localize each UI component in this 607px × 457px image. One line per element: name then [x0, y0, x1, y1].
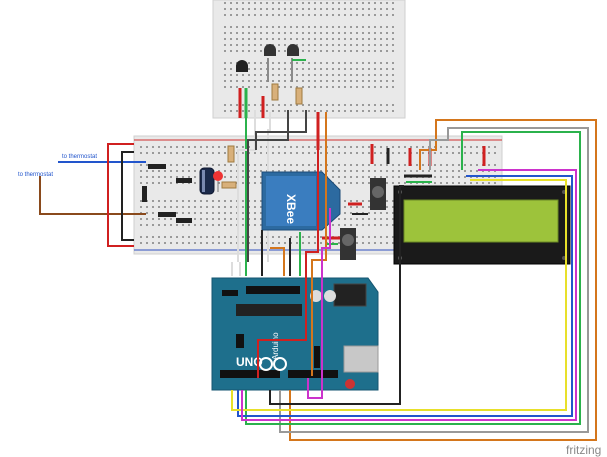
transistor-2 [287, 44, 299, 56]
arduino-sub: Arduino [271, 332, 280, 360]
xbee-module: XBee [261, 171, 341, 231]
inter-board-wires [237, 110, 327, 270]
breadboard-top [212, 0, 406, 119]
transistor-1 [264, 44, 276, 56]
thermostat-leads [39, 143, 146, 247]
red-led [213, 171, 223, 192]
arduino-infinity-logo [259, 357, 287, 371]
top-board-wiring [238, 58, 306, 118]
capacitor [199, 167, 215, 195]
thermostat-label-lower: to thermostat [18, 172, 53, 178]
arduino-uno: UNO Arduino [211, 277, 379, 391]
potentiometer-1 [370, 178, 386, 210]
potentiometer-2 [340, 228, 356, 260]
resistor-left [221, 145, 237, 189]
lcd-display [393, 185, 571, 265]
arduino-brand: UNO [236, 355, 263, 369]
diodes [142, 164, 192, 223]
thermostat-label-upper: to thermostat [62, 154, 97, 160]
long-wires [231, 119, 597, 441]
transistor-3 [236, 60, 248, 72]
fritzing-watermark: fritzing [566, 443, 601, 457]
xbee-logo: XBee [284, 194, 298, 224]
